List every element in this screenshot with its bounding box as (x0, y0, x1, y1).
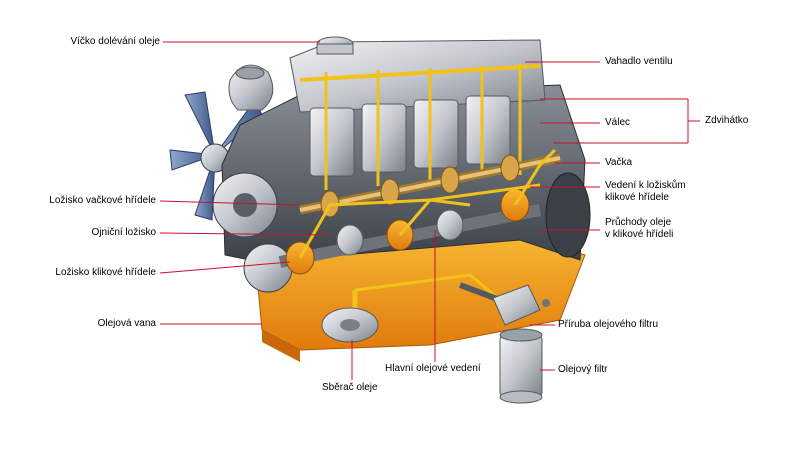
cylinders (299, 64, 541, 190)
label-crank-oil-passages-line1: Průchody oleje (605, 217, 672, 228)
label-cam: Vačka (605, 157, 633, 168)
label-crankshaft-bearing: Ložisko klikové hřídele (55, 267, 156, 278)
label-oil-pan: Olejová vana (97, 318, 156, 329)
label-main-oil-gallery: Hlavní olejové vedení (385, 363, 481, 374)
label-conrod-bearing: Ojniční ložisko (91, 227, 156, 238)
label-crank-oil-passages-line2: v klikové hřídeli (605, 229, 674, 240)
label-bearing-passages-line1: Vedení k ložiskům (605, 180, 686, 191)
leader-lines (159, 41, 700, 380)
oil-filter-assembly (458, 282, 550, 404)
label-crank-oil-passages: Průchody oleje v klikové hřídeli (605, 217, 673, 241)
label-bearing-passages: Vedení k ložiskům klikové hřídele (605, 180, 686, 204)
label-rocker-arm: Vahadlo ventilu (605, 56, 673, 67)
label-camshaft-bearing: Ložisko vačkové hřídele (49, 195, 156, 206)
label-oil-filter: Olejový filtr (558, 364, 608, 375)
label-lifter: Zdvihátko (705, 115, 749, 126)
label-oil-filler-cap: Víčko dolévání oleje (70, 36, 160, 47)
oil-pickup (321, 290, 379, 343)
label-oil-pickup: Sběrač oleje (322, 382, 378, 393)
label-cylinder: Válec (605, 117, 631, 128)
label-bearing-passages-line2: klikové hřídele (605, 192, 669, 203)
label-oil-filter-flange: Příruba olejového filtru (558, 319, 659, 330)
oil-passages (298, 148, 557, 302)
